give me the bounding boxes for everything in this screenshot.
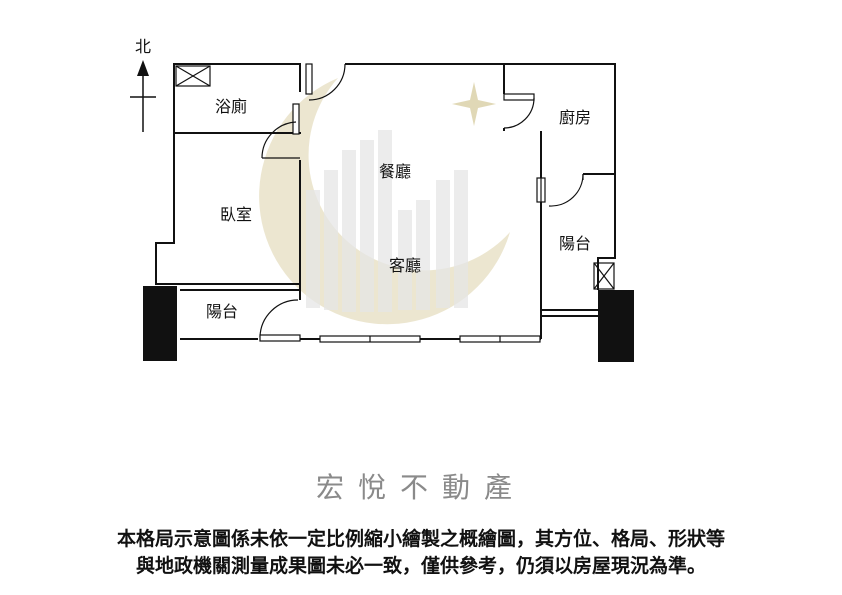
door-swing-icon <box>259 63 584 342</box>
room-label-dining: 餐廳 <box>379 162 411 181</box>
north-label: 北 <box>135 37 151 56</box>
walls <box>155 63 616 340</box>
watermark-logo-icon <box>259 78 510 325</box>
room-label-bedroom: 臥室 <box>220 205 252 224</box>
floor-plan: 北 <box>130 37 634 362</box>
vent-icon <box>175 65 211 87</box>
vent-icon <box>593 262 615 290</box>
brand-name: 宏悅不動產 <box>315 471 526 504</box>
room-label-bathroom: 浴廁 <box>215 97 247 116</box>
room-label-living: 客廳 <box>389 256 421 275</box>
windows <box>319 177 546 343</box>
north-arrow-icon <box>130 60 156 132</box>
pillar-left <box>143 286 177 361</box>
disclaimer-line-1: 本格局示意圖係未依一定比例縮小繪製之概繪圖，其方位、格局、形狀等 <box>116 528 725 550</box>
pillar-right <box>598 290 634 362</box>
room-label-balcony-left: 陽台 <box>206 302 238 321</box>
room-label-balcony-right: 陽台 <box>559 234 591 253</box>
disclaimer-line-2: 與地政機關測量成果圖未必一致，僅供參考，仍須以房屋現況為準。 <box>135 555 706 577</box>
room-label-kitchen: 廚房 <box>559 108 591 127</box>
